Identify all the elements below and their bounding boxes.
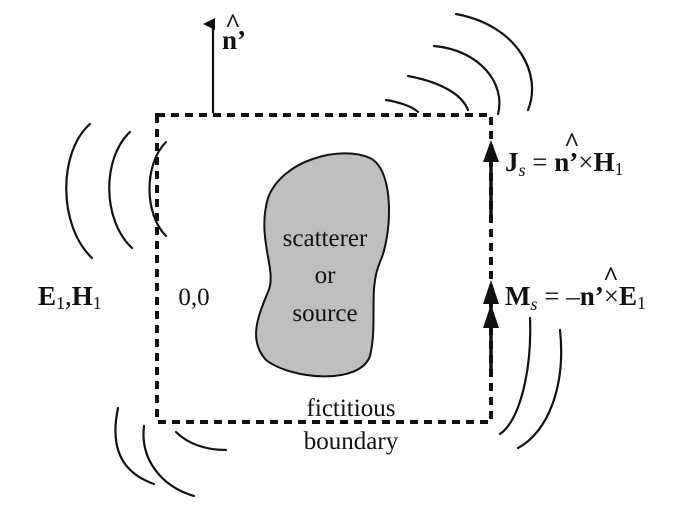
scatterer-shape xyxy=(255,152,390,378)
js-n: n’ xyxy=(554,147,578,177)
js-eq: = xyxy=(526,147,555,177)
js-rhs-sub: 1 xyxy=(615,159,624,179)
ms-eq: = – xyxy=(538,281,581,311)
boundary-label-line1: fictitious xyxy=(307,395,396,422)
lower-left-waves xyxy=(114,406,228,498)
normal-label-text: n’ xyxy=(222,25,246,55)
fields-label-h: H xyxy=(72,281,93,311)
js-arrow-head xyxy=(483,140,499,162)
ms-cross: × xyxy=(604,281,619,311)
scatterer-label-line3: source xyxy=(292,300,357,327)
normal-label-hat: ^ xyxy=(225,8,241,38)
scatterer-label-line1: scatterer xyxy=(283,225,368,252)
normal-label: ^ n’ xyxy=(222,8,246,55)
ms-rhs: E xyxy=(619,281,637,311)
scatterer-label-line2: or xyxy=(315,262,337,289)
fields-label: E1,H1 xyxy=(38,281,102,313)
left-waves xyxy=(65,122,168,260)
ms-rhs-sub: 1 xyxy=(637,293,646,313)
ms-equation-text: Ms = –n’×E1 xyxy=(505,281,646,314)
js-lhs: J xyxy=(505,147,519,177)
boundary-label-line2: boundary xyxy=(304,428,399,455)
js-hat: ^ xyxy=(564,127,580,157)
ms-equation: Ms = –n’×E1 ^ xyxy=(505,261,646,314)
ms-arrow-head-lower xyxy=(483,304,499,328)
js-equation-text: Js = n’×H1 xyxy=(505,147,624,180)
fields-label-h-sub: 1 xyxy=(93,293,102,313)
current-arrows xyxy=(483,140,499,372)
fields-label-e-sub: 1 xyxy=(56,293,65,313)
ms-hat: ^ xyxy=(603,261,619,291)
ms-lhs: M xyxy=(505,281,530,311)
origin-label: 0,0 xyxy=(178,284,209,311)
fields-label-e: E xyxy=(38,281,56,311)
js-sub: s xyxy=(519,160,526,180)
ms-sub: s xyxy=(530,294,537,314)
upper-right-waves xyxy=(384,12,533,116)
lower-right-waves xyxy=(498,316,563,450)
ms-n: n’ xyxy=(580,281,604,311)
fields-label-sep: , xyxy=(65,281,72,311)
ms-arrow-head-upper xyxy=(483,280,499,304)
js-equation: Js = n’×H1 ^ xyxy=(505,127,624,180)
js-cross: × xyxy=(578,147,593,177)
js-rhs: H xyxy=(594,147,615,177)
